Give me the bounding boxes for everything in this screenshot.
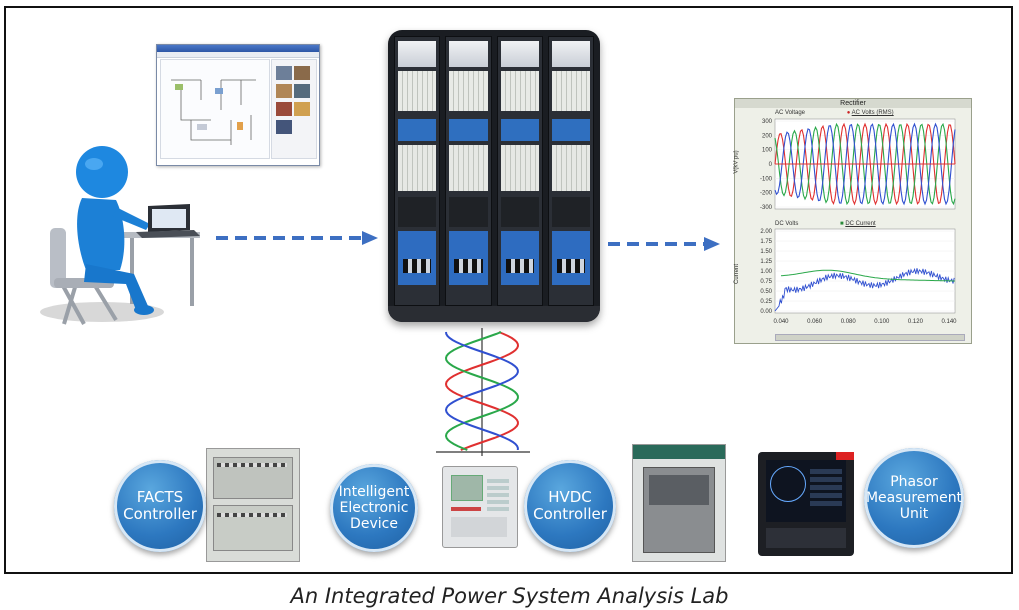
figure-caption: An Integrated Power System Analysis Lab <box>290 584 729 608</box>
dc-current-plot: 2.00 1.75 1.50 1.25 1.00 0.75 0.50 0.25 0.000.04… <box>760 228 957 325</box>
top-ytick-label: -300 <box>760 205 773 211</box>
bottom-ytick-label: 2.00 <box>760 229 772 235</box>
top-ytick-label: 0 <box>769 162 773 168</box>
scope-title: Rectifier <box>735 99 971 108</box>
window-title-bar <box>157 45 319 52</box>
xtick-label: 0.040 <box>773 319 789 325</box>
rtds-cubicle <box>496 36 543 306</box>
legend-ac-volts-rms: AC Volts (RMS) <box>851 110 894 116</box>
legend-dc-current: DC Current <box>845 221 876 227</box>
bottom-ytick-label: 0.00 <box>760 309 772 315</box>
intelligent-electronic-device-bubble: Intelligent Electronic Device <box>330 464 418 552</box>
facts-controller-bubble: FACTS Controller <box>114 460 206 552</box>
phase-a-wave <box>444 331 520 451</box>
bottom-ytick-label: 1.25 <box>760 259 772 265</box>
rtds-simulator-rack <box>388 30 600 322</box>
xtick-label: 0.140 <box>941 319 957 325</box>
thumbnail-panel <box>271 59 317 159</box>
dc-current-trace <box>780 269 955 282</box>
bottom-ytick-label: 1.75 <box>760 239 772 245</box>
dc-legend: DC Volts ■ DC Current <box>775 221 876 227</box>
top-ytick-label: 300 <box>762 119 773 125</box>
top-ytick-label: 200 <box>762 133 773 139</box>
bottom-ytick-label: 1.00 <box>760 269 772 275</box>
top-ytick-label: 100 <box>762 148 773 154</box>
ac-voltage-plot: 300 200 100 0 -100 -200 -300 <box>760 118 956 211</box>
user-at-laptop-illustration <box>40 146 200 325</box>
rtds-cubicle <box>547 36 594 306</box>
hvdc-controller-bubble: HVDC Controller <box>524 460 616 552</box>
phasor-measurement-unit-bubble: Phasor Measurement Unit <box>864 448 964 548</box>
circuit-schematic <box>160 59 270 159</box>
dc-volts-trace <box>774 267 955 312</box>
hvdc-controller-photo <box>632 444 726 562</box>
top-ytick-label: -200 <box>760 191 773 197</box>
arrow-rtds-to-scope <box>608 237 720 251</box>
rtds-cubicle <box>445 36 492 306</box>
software-window <box>156 44 320 166</box>
scope-scrollbar[interactable] <box>775 334 965 341</box>
xtick-label: 0.080 <box>841 319 857 325</box>
three-phase-waveform <box>436 328 530 456</box>
ac-voltage-legend: AC Voltage ● AC Volts (RMS) <box>775 110 894 116</box>
scope-window: Rectifier AC Voltage ● AC Volts (RMS) V(… <box>734 98 972 344</box>
xtick-label: 0.100 <box>874 319 890 325</box>
bottom-ytick-label: 1.50 <box>760 249 772 255</box>
bottom-ytick-label: 0.75 <box>760 279 772 285</box>
phase-b-wave <box>444 331 519 451</box>
pmu-device-photo <box>758 452 854 556</box>
top-ytick-label: -100 <box>760 176 773 182</box>
phase-c-wave <box>444 331 519 451</box>
ied-relay-photo <box>442 466 518 548</box>
xtick-label: 0.060 <box>807 319 823 325</box>
bottom-ytick-label: 0.25 <box>760 299 772 305</box>
ac-phase-trace <box>774 122 956 206</box>
legend-ac-voltage: AC Voltage <box>775 110 806 116</box>
arrow-user-to-rtds <box>216 231 378 245</box>
facts-controller-photo <box>206 448 300 562</box>
diagram-frame: Rectifier AC Voltage ● AC Volts (RMS) V(… <box>4 6 1013 574</box>
rtds-cubicle <box>394 36 441 306</box>
bottom-ytick-label: 0.50 <box>760 289 772 295</box>
legend-dc-volts: DC Volts <box>775 221 799 227</box>
xtick-label: 0.120 <box>908 319 924 325</box>
